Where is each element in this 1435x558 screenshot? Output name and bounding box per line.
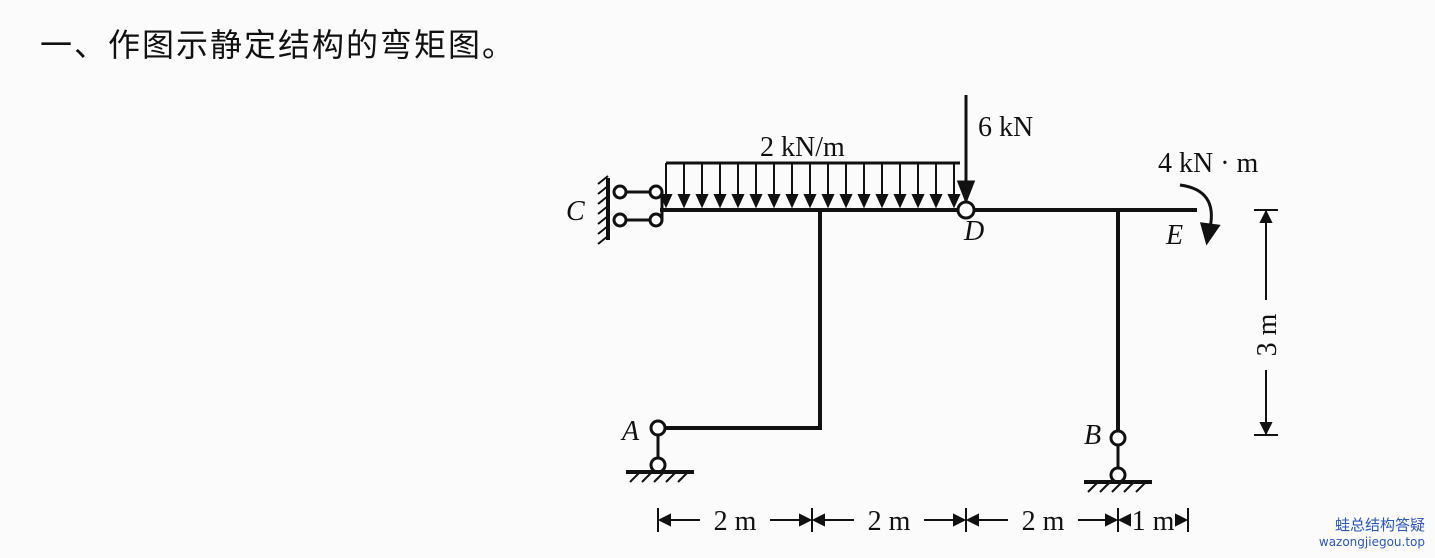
problem-title: 一、作图示静定结构的弯矩图。 <box>40 26 517 64</box>
distributed-load <box>659 161 961 209</box>
node-label-E: E <box>1165 220 1183 251</box>
node-label-C: C <box>566 196 585 227</box>
watermark-url: wazongjiegou.top <box>1318 535 1425 549</box>
wall-hatch <box>597 175 609 245</box>
frame-members <box>658 208 1197 437</box>
dimension-h2: 2 m <box>868 506 911 537</box>
point-load <box>956 95 976 205</box>
node-label-A: A <box>620 416 640 447</box>
dimension-h1: 2 m <box>714 506 757 537</box>
vertical-dimension <box>1254 209 1278 436</box>
watermark-title: 蛙总结构答疑 <box>1334 516 1425 534</box>
node-label-D: D <box>963 216 984 247</box>
moment-load <box>1179 183 1221 246</box>
dimension-h4: 1 m <box>1132 506 1175 537</box>
dimension-h3: 2 m <box>1022 506 1065 537</box>
node-label-B: B <box>1084 420 1101 451</box>
support-A <box>626 419 694 483</box>
dimension-vertical: 3 m <box>1252 313 1283 356</box>
moment-load-label: 4 kN · m <box>1158 148 1259 179</box>
point-load-label: 6 kN <box>978 112 1033 143</box>
horizontal-dimensions <box>657 508 1189 532</box>
hinge-D <box>956 200 976 220</box>
distributed-load-label: 2 kN/m <box>760 132 845 163</box>
support-C <box>597 175 664 245</box>
support-B <box>1084 429 1152 493</box>
